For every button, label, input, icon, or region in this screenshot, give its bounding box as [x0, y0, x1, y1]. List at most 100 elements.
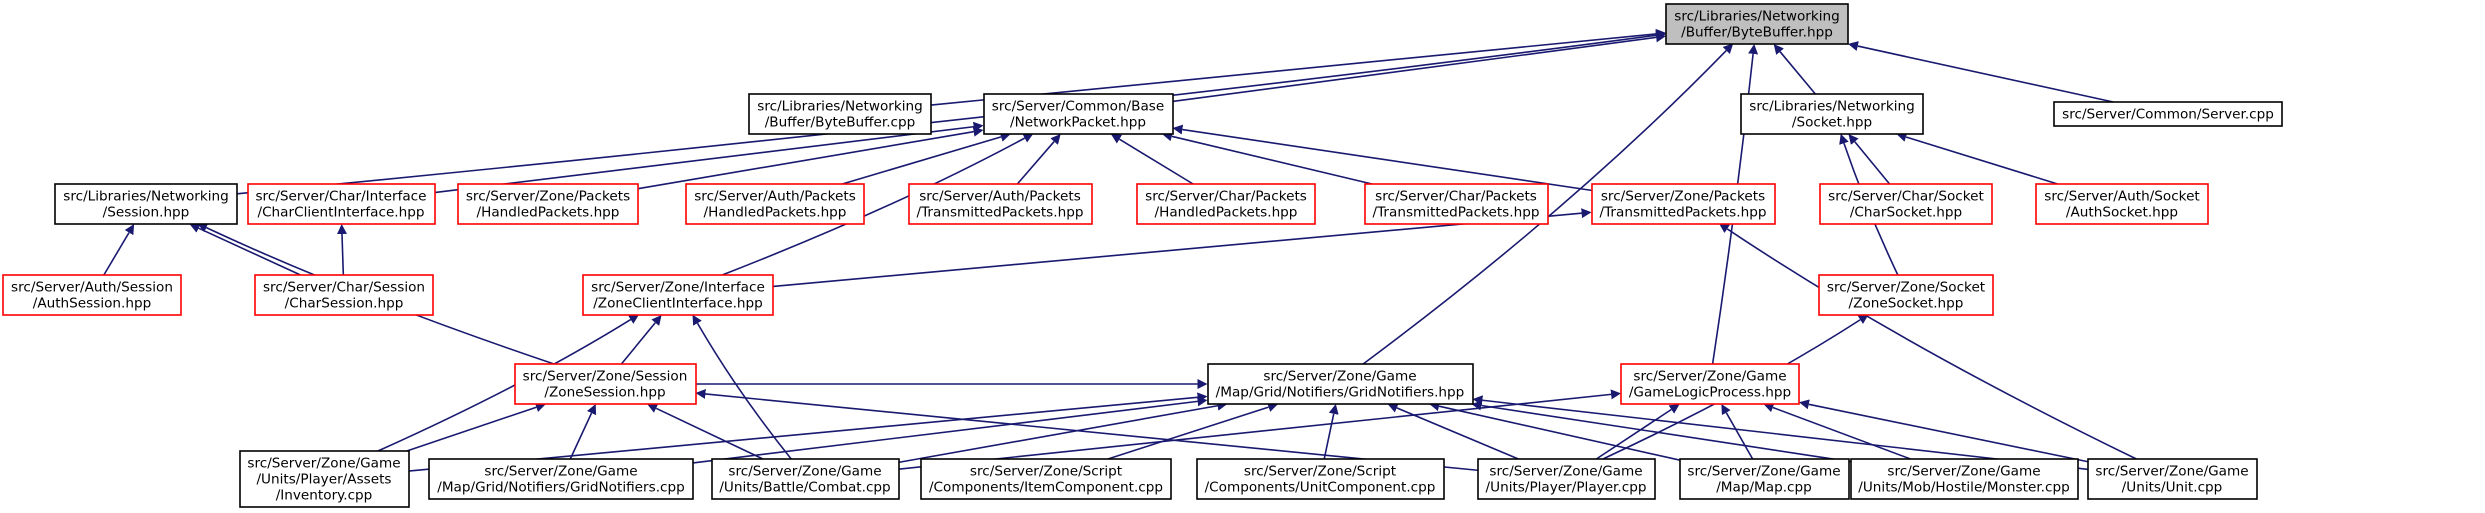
node-label-line: /ZoneSocket.hpp	[1849, 296, 1964, 312]
node-combat-cpp[interactable]: src/Server/Zone/Game/Units/Battle/Combat…	[711, 458, 900, 500]
node-socket-hpp[interactable]: src/Libraries/Networking/Socket.hpp	[1740, 93, 1924, 135]
node-char-transmittedpackets-hpp[interactable]: src/Server/Char/Packets/TransmittedPacke…	[1364, 183, 1549, 225]
node-label-line: /HandledPackets.hpp	[477, 205, 620, 221]
node-label-line: /Units/Mob/Hostile/Monster.cpp	[1858, 480, 2069, 496]
node-char-handledpackets-hpp[interactable]: src/Server/Char/Packets/HandledPackets.h…	[1136, 183, 1316, 225]
node-label-line: /CharSocket.hpp	[1850, 205, 1962, 221]
edge-authsocket-hpp-includes-socket-hpp	[1896, 132, 2058, 185]
edge-session-hpp-includes-bytebuffer-hpp	[236, 30, 1666, 195]
node-box	[1818, 274, 1994, 316]
edge-auth-handledpackets-hpp-includes-networkpacket-hpp	[842, 132, 1011, 185]
node-label-line: /AuthSession.hpp	[33, 296, 152, 312]
node-label-line: src/Server/Zone/Socket	[1827, 280, 1985, 296]
edge-gridnotifiers-cpp-includes-gridnotifiers-hpp	[692, 396, 1208, 464]
node-inventory-cpp[interactable]: src/Server/Zone/Game/Units/Player/Assets…	[239, 450, 410, 508]
node-label-line: /TransmittedPackets.hpp	[1600, 205, 1767, 221]
node-box	[2087, 458, 2258, 500]
edge-zone-transmittedpackets-hpp-includes-networkpacket-hpp	[1172, 124, 1592, 192]
node-label-line: /HandledPackets.hpp	[1155, 205, 1298, 221]
node-label-line: src/Server/Auth/Session	[11, 280, 173, 296]
node-networkpacket-hpp[interactable]: src/Server/Common/Base/NetworkPacket.hpp	[983, 93, 1174, 135]
node-label-line: src/Server/Zone/Script	[970, 464, 1122, 480]
node-label-line: /Map/Grid/Notifiers/GridNotifiers.cpp	[437, 480, 685, 496]
node-bytebuffer-hpp[interactable]: src/Libraries/Networking/Buffer/ByteBuff…	[1665, 3, 1849, 45]
node-box	[2053, 101, 2283, 127]
node-label-line: src/Server/Zone/Game	[1489, 464, 1642, 480]
edge-networkpacket-hpp-includes-bytebuffer-hpp	[1172, 32, 1667, 103]
edge-auth-transmittedpackets-hpp-includes-networkpacket-hpp	[1016, 133, 1061, 185]
node-label-line: src/Server/Zone/Game	[484, 464, 637, 480]
edge-unit-cpp-includes-zone-transmittedpackets-hpp	[1718, 223, 2137, 460]
edge-itemcomponent-cpp-includes-gridnotifiers-hpp	[1107, 402, 1279, 460]
node-label-line: /Buffer/ByteBuffer.cpp	[765, 115, 916, 131]
node-label-line: src/Server/Auth/Packets	[694, 189, 856, 205]
edge-monster-cpp-includes-gamelogicprocess-hpp	[1763, 402, 1911, 460]
edge-charsession-hpp-includes-session-hpp	[189, 223, 301, 276]
node-zoneclientinterface-hpp[interactable]: src/Server/Zone/Interface/ZoneClientInte…	[582, 274, 774, 316]
node-label-line: /ZoneSession.hpp	[544, 385, 665, 401]
node-label-line: src/Server/Zone/Game	[1633, 369, 1786, 385]
node-gridnotifiers-hpp[interactable]: src/Server/Zone/Game/Map/Grid/Notifiers/…	[1207, 363, 1474, 405]
node-label-line: src/Server/Char/Packets	[1375, 189, 1537, 205]
node-label-line: /NetworkPacket.hpp	[1010, 115, 1146, 131]
node-auth-handledpackets-hpp[interactable]: src/Server/Auth/Packets/HandledPackets.h…	[685, 183, 865, 225]
edge-map-cpp-includes-gridnotifiers-hpp	[1429, 401, 1680, 461]
node-box	[1196, 458, 1445, 500]
node-map-cpp[interactable]: src/Server/Zone/Game/Map/Map.cpp	[1679, 458, 1850, 500]
node-label-line: /Socket.hpp	[1792, 115, 1872, 131]
node-box	[1819, 183, 1993, 225]
node-charsession-hpp[interactable]: src/Server/Char/Session/CharSession.hpp	[254, 274, 434, 316]
edge-gridnotifiers-hpp-includes-bytebuffer-hpp	[1362, 43, 1734, 365]
node-box	[983, 93, 1174, 135]
node-bytebuffer-cpp[interactable]: src/Libraries/Networking/Buffer/ByteBuff…	[748, 93, 932, 135]
node-label-line: /Units/Battle/Combat.cpp	[719, 480, 890, 496]
edge-char-handledpackets-hpp-includes-networkpacket-hpp	[1110, 134, 1194, 185]
node-label-line: src/Server/Common/Base	[992, 99, 1165, 115]
node-monster-cpp[interactable]: src/Server/Zone/Game/Units/Mob/Hostile/M…	[1850, 458, 2079, 500]
node-box	[54, 183, 238, 225]
node-label-line: src/Server/Char/Socket	[1828, 189, 1984, 205]
edge-combat-cpp-includes-zoneclientinterface-hpp	[692, 314, 792, 460]
edge-zoneclientinterface-hpp-includes-networkpacket-hpp	[721, 133, 1034, 276]
node-box	[1207, 363, 1474, 405]
node-gridnotifiers-cpp[interactable]: src/Server/Zone/Game/Map/Grid/Notifiers/…	[428, 458, 694, 500]
edge-char-transmittedpackets-hpp-includes-networkpacket-hpp	[1162, 131, 1373, 185]
node-gamelogicprocess-hpp[interactable]: src/Server/Zone/Game/GameLogicProcess.hp…	[1620, 363, 1800, 405]
node-box	[908, 183, 1093, 225]
node-label-line: /Inventory.cpp	[276, 488, 373, 504]
node-label-line: src/Libraries/Networking	[1749, 99, 1915, 115]
node-zonesession-hpp[interactable]: src/Server/Zone/Session/ZoneSession.hpp	[514, 363, 697, 405]
node-box	[582, 274, 774, 316]
node-charclientinterface-hpp[interactable]: src/Server/Char/Interface/CharClientInte…	[247, 183, 436, 225]
node-player-cpp[interactable]: src/Server/Zone/Game/Units/Player/Player…	[1477, 458, 1656, 500]
node-zone-transmittedpackets-hpp[interactable]: src/Server/Zone/Packets/TransmittedPacke…	[1591, 183, 1776, 225]
node-box	[1665, 3, 1849, 45]
node-zone-handledpackets-hpp[interactable]: src/Server/Zone/Packets/HandledPackets.h…	[457, 183, 639, 225]
edge-zone-handledpackets-hpp-includes-networkpacket-hpp	[637, 126, 984, 190]
node-box	[254, 274, 434, 316]
node-unit-cpp[interactable]: src/Server/Zone/Game/Units/Unit.cpp	[2087, 458, 2258, 500]
edge-zonesession-hpp-includes-zoneclientinterface-hpp	[620, 315, 662, 365]
node-charsocket-hpp[interactable]: src/Server/Char/Socket/CharSocket.hpp	[1819, 183, 1993, 225]
node-label-line: src/Server/Auth/Packets	[919, 189, 1081, 205]
node-itemcomponent-cpp[interactable]: src/Server/Zone/Script/Components/ItemCo…	[920, 458, 1172, 500]
node-layer: src/Libraries/Networking/Buffer/ByteBuff…	[2, 3, 2283, 508]
node-label-line: src/Server/Zone/Game	[2095, 464, 2248, 480]
node-server-cpp[interactable]: src/Server/Common/Server.cpp	[2053, 101, 2283, 127]
node-label-line: /AuthSocket.hpp	[2066, 205, 2178, 221]
node-label-line: /Units/Player/Assets	[256, 472, 391, 488]
node-label-line: /CharClientInterface.hpp	[257, 205, 424, 221]
node-auth-transmittedpackets-hpp[interactable]: src/Server/Auth/Packets/TransmittedPacke…	[908, 183, 1093, 225]
node-authsession-hpp[interactable]: src/Server/Auth/Session/AuthSession.hpp	[2, 274, 182, 316]
edge-combat-cpp-includes-zonesession-hpp	[647, 403, 764, 460]
node-session-hpp[interactable]: src/Libraries/Networking/Session.hpp	[54, 183, 238, 225]
node-box	[428, 458, 694, 500]
edge-player-cpp-includes-gridnotifiers-hpp	[1387, 403, 1519, 460]
node-box	[2, 274, 182, 316]
node-unitcomponent-cpp[interactable]: src/Server/Zone/Script/Components/UnitCo…	[1196, 458, 1445, 500]
node-authsocket-hpp[interactable]: src/Server/Auth/Socket/AuthSocket.hpp	[2035, 183, 2209, 225]
node-box	[1591, 183, 1776, 225]
node-label-line: /Map/Grid/Notifiers/GridNotifiers.hpp	[1216, 385, 1465, 401]
node-zonesocket-hpp[interactable]: src/Server/Zone/Socket/ZoneSocket.hpp	[1818, 274, 1994, 316]
node-label-line: src/Server/Zone/Script	[1244, 464, 1396, 480]
